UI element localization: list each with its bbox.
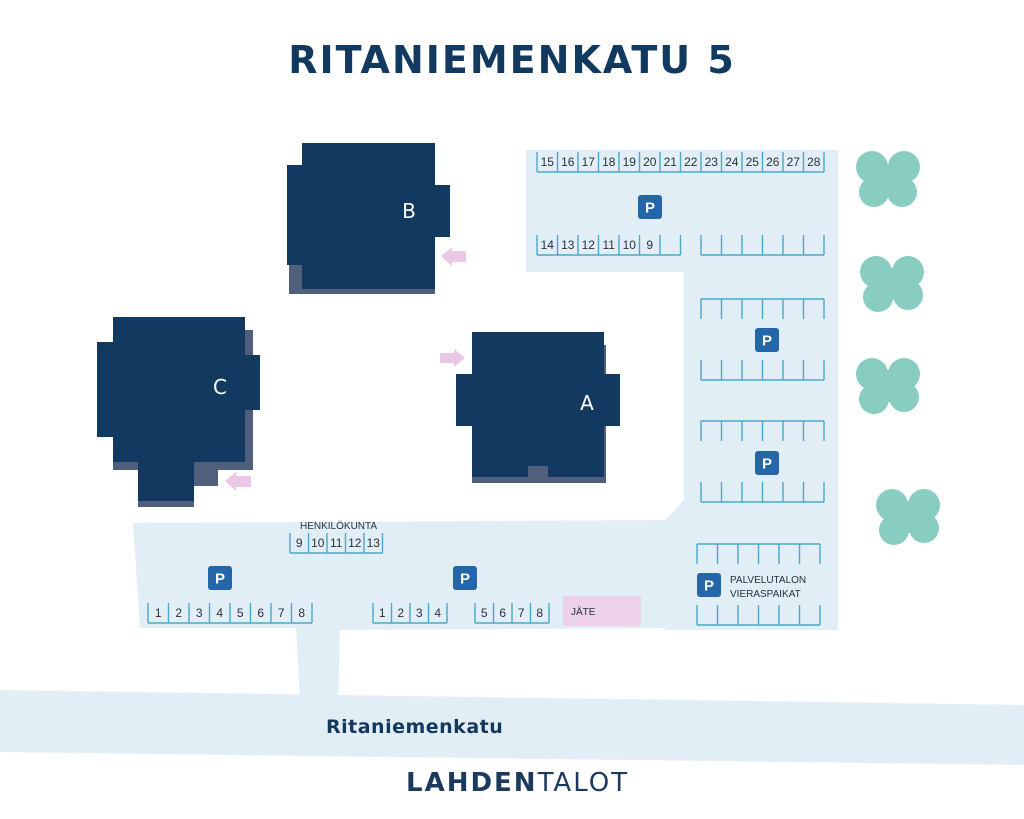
building-a-label: A	[580, 391, 594, 415]
parking-spot-number[interactable]: 6	[257, 606, 264, 620]
parking-spot-number[interactable]: 26	[766, 155, 780, 169]
parking-spot-number[interactable]: 1	[379, 606, 386, 620]
parking-sign-letter: P	[704, 578, 714, 595]
parking-sign-icon: P	[638, 195, 662, 219]
tree-icon	[876, 489, 940, 545]
parking-spot-number[interactable]: 7	[278, 606, 285, 620]
guest-parking-label-1: PALVELUTALON	[730, 575, 806, 586]
page-title: RITANIEMENKATU 5	[288, 38, 736, 82]
guest-parking-label-2: VIERASPAIKAT	[730, 589, 801, 600]
parking-spot-number[interactable]: 10	[623, 238, 637, 252]
parking-spot-number[interactable]: 5	[237, 606, 244, 620]
entrance-arrow-icon-b	[441, 247, 466, 266]
parking-spot-number[interactable]: 10	[311, 536, 325, 550]
parking-spot-number[interactable]: 2	[175, 606, 182, 620]
parking-spot-number[interactable]: 11	[330, 536, 343, 550]
parking-spot-number[interactable]: 4	[434, 606, 441, 620]
parking-spot-number[interactable]: 12	[348, 536, 362, 550]
parking-sign-bg	[697, 573, 721, 597]
parking-sign-letter: P	[762, 456, 772, 473]
parking-spot-number[interactable]: 17	[582, 155, 596, 169]
parking-sign-letter: P	[762, 333, 772, 350]
parking-spot-number[interactable]: 12	[582, 238, 596, 252]
parking-sign-bg	[755, 328, 779, 352]
parking-spot-number[interactable]: 11	[603, 238, 616, 252]
building-b[interactable]: B	[287, 143, 450, 294]
parking-spot-number[interactable]: 13	[367, 536, 381, 550]
parking-spot-number[interactable]: 9	[296, 536, 303, 550]
building-a[interactable]: A	[456, 332, 620, 483]
building-c[interactable]: C	[97, 317, 260, 507]
waste-label: JÄTE	[571, 606, 596, 618]
parking-spot-number[interactable]: 6	[499, 606, 506, 620]
parking-spot-number[interactable]: 23	[705, 155, 719, 169]
parking-sign-icon: P	[755, 451, 779, 475]
parking-spot-number[interactable]: 22	[684, 155, 698, 169]
tree-icon	[856, 358, 920, 414]
parking-sign-letter: P	[460, 571, 470, 588]
building-b-label: B	[402, 199, 416, 223]
waste-area: JÄTE	[563, 596, 641, 626]
tree-icon	[856, 151, 920, 207]
parking-spot-number[interactable]: 5	[481, 606, 488, 620]
logo-light: TALOT	[537, 768, 630, 798]
parking-sign-icon: P	[697, 573, 721, 597]
parking-spot-number[interactable]: 8	[536, 606, 543, 620]
entrance-arrow-icon-c	[225, 472, 251, 491]
parking-spot-number[interactable]: 2	[397, 606, 404, 620]
parking-sign-bg	[208, 566, 232, 590]
entrance-arrow-icon-a	[440, 349, 465, 367]
parking-spot-number[interactable]: 3	[416, 606, 423, 620]
parking-sign-bg	[453, 566, 477, 590]
parking-spot-number[interactable]: 18	[602, 155, 616, 169]
parking-sign-letter: P	[215, 571, 225, 588]
parking-sign-icon: P	[208, 566, 232, 590]
street-band	[0, 690, 1024, 765]
parking-sign-icon: P	[453, 566, 477, 590]
parking-spot-number[interactable]: 15	[541, 155, 555, 169]
parking-spot-number[interactable]: 4	[216, 606, 223, 620]
parking-spot-number[interactable]: 21	[664, 155, 678, 169]
parking-spot-number[interactable]: 9	[646, 238, 653, 252]
parking-spot-number[interactable]: 27	[787, 155, 801, 169]
company-logo: LAHDENTALOT	[406, 768, 629, 798]
parking-spot-number[interactable]: 13	[561, 238, 575, 252]
tree-icon	[860, 256, 924, 312]
pavement-area	[133, 150, 838, 703]
parking-spot-number[interactable]: 24	[725, 155, 739, 169]
parking-sign-bg	[755, 451, 779, 475]
parking-sign-bg	[638, 195, 662, 219]
building-c-label: C	[213, 375, 227, 399]
parking-spot-number[interactable]: 14	[541, 238, 555, 252]
parking-spot-number[interactable]: 7	[518, 606, 525, 620]
parking-spot-number[interactable]: 25	[746, 155, 760, 169]
street-name: Ritaniemenkatu	[326, 716, 504, 738]
parking-sign-icon: P	[755, 328, 779, 352]
parking-spot-number[interactable]: 20	[643, 155, 657, 169]
parking-spot-number[interactable]: 3	[196, 606, 203, 620]
parking-sign-letter: P	[645, 200, 655, 217]
staff-parking-label: HENKILÖKUNTA	[300, 520, 377, 532]
parking-spot-number[interactable]: 19	[623, 155, 637, 169]
parking-badges: P P P P P P	[208, 195, 779, 597]
parking-spot-number[interactable]: 1	[155, 606, 162, 620]
parking-spot-number[interactable]: 8	[298, 606, 305, 620]
parking-spot-number[interactable]: 28	[807, 155, 821, 169]
logo-bold: LAHDEN	[406, 768, 538, 798]
parking-spot-number[interactable]: 16	[561, 155, 575, 169]
